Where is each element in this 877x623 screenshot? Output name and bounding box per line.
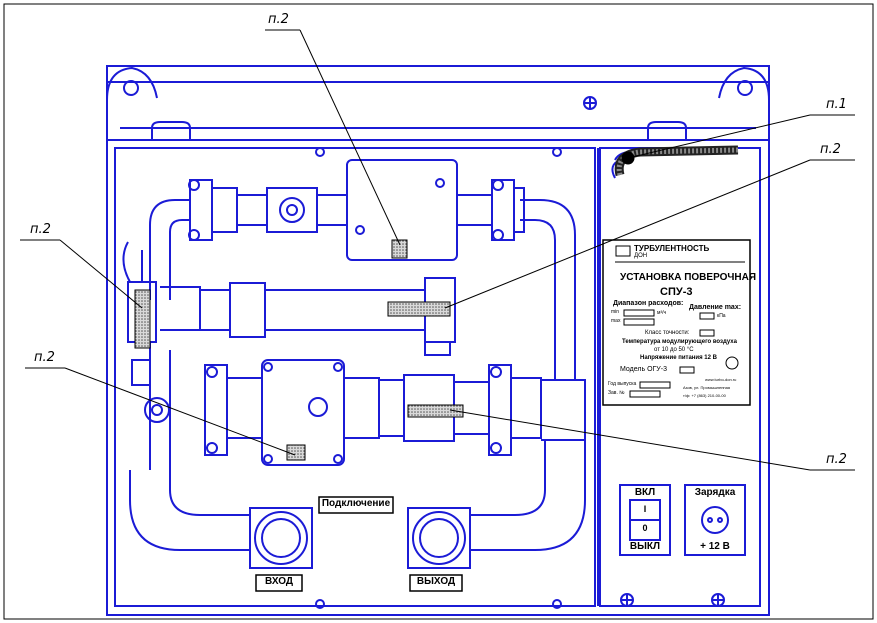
plate-unit-pressure: кПа <box>717 313 726 319</box>
callout-p2-left-lower: п.2 <box>34 350 55 365</box>
plate-qmax: max <box>611 318 621 324</box>
plate-unit-flow: м³/ч <box>657 310 667 316</box>
plate-serial: Зав. № <box>608 390 625 396</box>
plate-module: Модель ОГУ-3 <box>620 366 667 373</box>
charge-voltage-label: + 12 В <box>700 541 730 552</box>
plate-accuracy: Класс точности: <box>645 330 690 336</box>
name-plate <box>602 239 751 406</box>
charge-label: Зарядка <box>694 487 736 498</box>
switch-off-label: ВЫКЛ <box>629 541 661 552</box>
plate-pressure: Давление max: <box>689 304 742 311</box>
seals <box>134 239 464 461</box>
callout-p2-top: п.2 <box>268 12 289 27</box>
plate-address-3: т/ф: +7 (863) 210-00-00 <box>683 393 726 398</box>
callout-p2-left-upper: п.2 <box>30 222 51 237</box>
callout-p1: п.1 <box>826 97 847 112</box>
plate-prod-date: Год выпуска <box>608 381 637 387</box>
plate-model: СПУ-3 <box>660 286 693 298</box>
plate-brand: ТУРБУЛЕНТНОСТЬ <box>634 244 710 253</box>
callout-p2-right-lower: п.2 <box>826 452 847 467</box>
hose <box>614 145 739 177</box>
switch-on-label: ВКЛ <box>634 487 656 498</box>
switch-i-label: I <box>643 504 647 514</box>
plate-temp-range: от 10 до 50 °C <box>654 347 694 353</box>
outlet-label: ВЫХОД <box>416 576 456 587</box>
switch-o-label: 0 <box>642 523 648 533</box>
callout-p2-right-upper: п.2 <box>820 142 841 157</box>
plate-temperature: Температура модулирующего воздуха <box>622 339 737 345</box>
tag-frames <box>255 496 463 592</box>
inlet-label: ВХОД <box>264 576 294 587</box>
connection-label: Подключение <box>321 498 391 509</box>
plate-title: УСТАНОВКА ПОВЕРОЧНАЯ <box>620 272 757 283</box>
plate-qmin: min <box>611 309 620 315</box>
plate-address-1: www.turbo-don.ru <box>705 377 737 382</box>
plate-voltage: Напряжение питания 12 В <box>640 355 717 361</box>
cabinet <box>106 65 770 616</box>
plate-flow-range: Диапазон расходов: <box>613 300 684 307</box>
leader-lines <box>20 29 855 471</box>
plate-address-2: Азов, ул. Промышленная <box>683 385 731 390</box>
sheet-frame <box>3 3 874 620</box>
plate-brand-sub: ДОН <box>634 253 648 259</box>
